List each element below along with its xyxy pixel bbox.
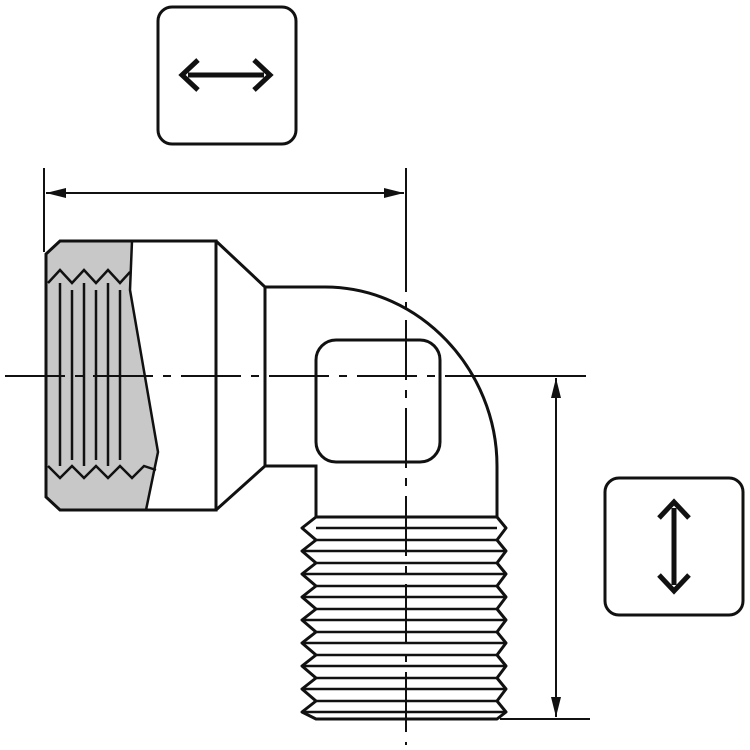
legend-box-horizontal [156, 5, 298, 146]
male-thread [300, 515, 508, 721]
wrench-flat [314, 338, 442, 464]
double-arrow-horizontal-icon [178, 58, 274, 92]
dimension-vertical [500, 375, 590, 720]
elbow-body [265, 285, 499, 517]
dimension-horizontal [43, 168, 407, 252]
double-arrow-vertical-icon [657, 498, 691, 595]
taper-cone [214, 239, 267, 512]
legend-box-vertical [603, 476, 745, 617]
center-lines [5, 232, 586, 745]
internal-thread-lines [47, 268, 157, 480]
